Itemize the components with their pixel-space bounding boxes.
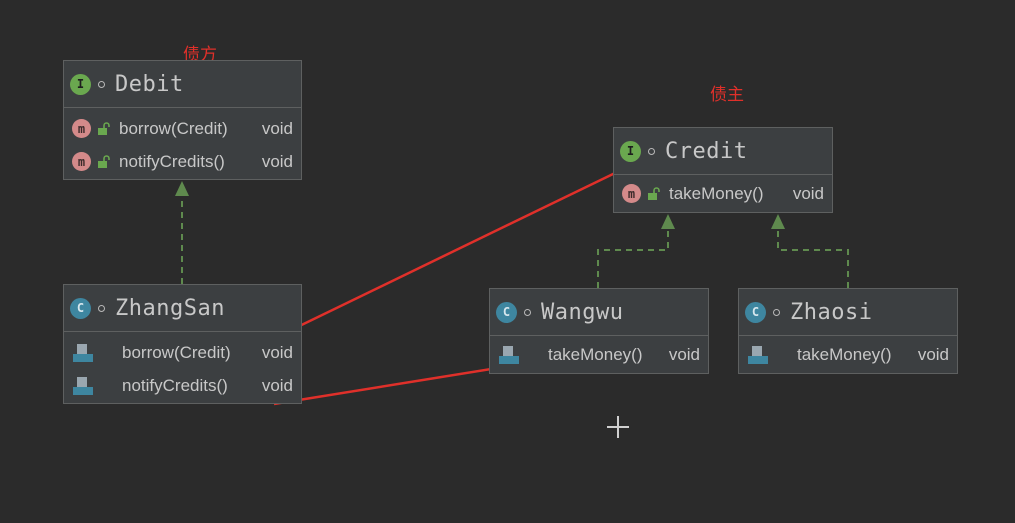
method-signature: notifyCredits(): [119, 151, 225, 171]
node-zhaosi[interactable]: C Zhaosi takeMoney() void: [738, 288, 958, 374]
unlock-icon: [648, 187, 660, 200]
method-signature: notifyCredits(): [122, 375, 228, 395]
edge-zhaosi-implements-credit: [771, 214, 849, 288]
edge-zhangsan-implements-debit: [175, 181, 189, 284]
implementing-method-icon: [499, 345, 519, 364]
node-zhaosi-name: Zhaosi: [790, 299, 873, 325]
implementing-method-icon: [73, 376, 93, 395]
node-wangwu-header: C Wangwu: [490, 289, 708, 336]
node-debit[interactable]: I Debit m borrow(Credit) void m notifyCr…: [63, 60, 302, 180]
node-debit-header: I Debit: [64, 61, 301, 108]
method-row[interactable]: notifyCredits() void: [64, 369, 301, 402]
method-return-type: void: [261, 118, 293, 138]
node-zhaosi-header: C Zhaosi: [739, 289, 957, 336]
unlock-icon: [98, 155, 110, 168]
method-icon: m: [72, 119, 91, 138]
method-row[interactable]: borrow(Credit) void: [64, 336, 301, 369]
edge-wangwu-implements-credit: [597, 214, 675, 288]
method-return-type: void: [792, 183, 824, 203]
implementing-method-icon: [73, 343, 93, 362]
visibility-dot-icon: [524, 308, 531, 316]
method-return-type: void: [261, 375, 293, 395]
method-icon: m: [622, 184, 641, 203]
method-signature: borrow(Credit): [122, 342, 231, 362]
unlock-icon: [98, 122, 110, 135]
visibility-dot-icon: [98, 304, 105, 312]
method-row[interactable]: m notifyCredits() void: [64, 145, 301, 178]
method-signature: borrow(Credit): [119, 118, 228, 138]
node-zhangsan-name: ZhangSan: [115, 295, 225, 321]
method-return-type: void: [261, 342, 293, 362]
method-row[interactable]: m borrow(Credit) void: [64, 112, 301, 145]
method-icon: m: [72, 152, 91, 171]
class-badge-icon: C: [70, 297, 91, 319]
node-credit-name: Credit: [665, 138, 748, 164]
visibility-dot-icon: [648, 147, 655, 155]
class-badge-icon: C: [745, 301, 766, 323]
method-return-type: void: [668, 344, 700, 364]
node-wangwu-name: Wangwu: [541, 299, 624, 325]
node-zhangsan[interactable]: C ZhangSan borrow(Credit) void notifyCre…: [63, 284, 302, 404]
method-return-type: void: [261, 151, 293, 171]
method-signature: takeMoney(): [548, 344, 643, 364]
implementing-method-icon: [748, 345, 768, 364]
label-creditor: 债主: [710, 85, 744, 105]
visibility-dot-icon: [98, 80, 105, 88]
method-row[interactable]: m takeMoney() void: [614, 177, 832, 210]
node-zhangsan-header: C ZhangSan: [64, 285, 301, 332]
method-row[interactable]: takeMoney() void: [739, 338, 957, 371]
class-badge-icon: C: [496, 301, 517, 323]
visibility-dot-icon: [773, 308, 780, 316]
interface-badge-icon: I: [70, 73, 91, 95]
crosshair-cursor-icon: [607, 416, 629, 438]
method-signature: takeMoney(): [669, 183, 764, 203]
method-row[interactable]: takeMoney() void: [490, 338, 708, 371]
method-signature: takeMoney(): [797, 344, 892, 364]
interface-badge-icon: I: [620, 140, 641, 162]
node-credit-header: I Credit: [614, 128, 832, 175]
method-return-type: void: [917, 344, 949, 364]
node-wangwu[interactable]: C Wangwu takeMoney() void: [489, 288, 709, 374]
node-debit-name: Debit: [115, 71, 184, 97]
node-credit[interactable]: I Credit m takeMoney() void: [613, 127, 833, 213]
